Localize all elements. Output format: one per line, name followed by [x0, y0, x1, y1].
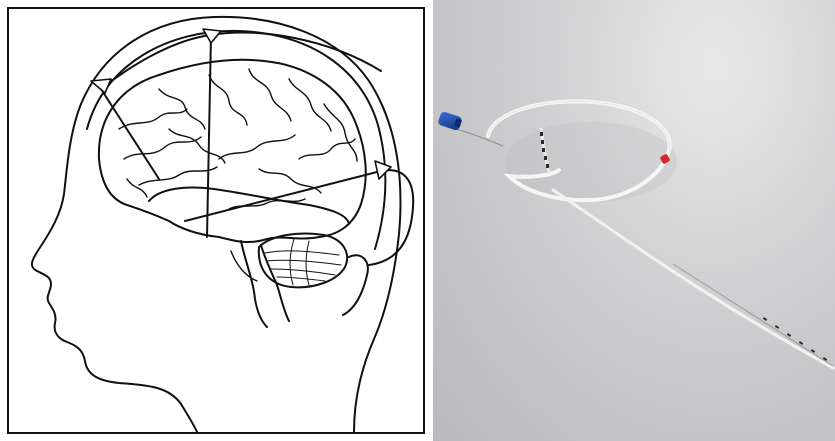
product-photo-panel — [433, 0, 835, 441]
bolt-frontal — [91, 79, 111, 93]
brain-sulci — [119, 69, 357, 209]
shaft-contacts — [763, 317, 827, 361]
skull-arc — [87, 31, 385, 249]
head-outline — [32, 17, 401, 432]
thin-wire — [453, 128, 503, 146]
head-brain-illustration — [9, 9, 423, 432]
blue-connector — [437, 111, 462, 131]
electrode-lead-cable — [369, 170, 413, 265]
electrode-frontal — [101, 89, 159, 179]
electrode-shaft — [553, 190, 833, 368]
electrode-horizontal — [185, 171, 381, 221]
illustration-frame — [7, 7, 425, 434]
electrode-vertical — [207, 35, 211, 237]
depth-electrode-photo — [433, 0, 835, 441]
electrodes — [101, 33, 413, 265]
brain-outline — [99, 60, 366, 242]
cerebellum-folds — [265, 239, 341, 285]
illustration-panel — [0, 0, 432, 441]
bolt-temporal — [375, 161, 391, 179]
